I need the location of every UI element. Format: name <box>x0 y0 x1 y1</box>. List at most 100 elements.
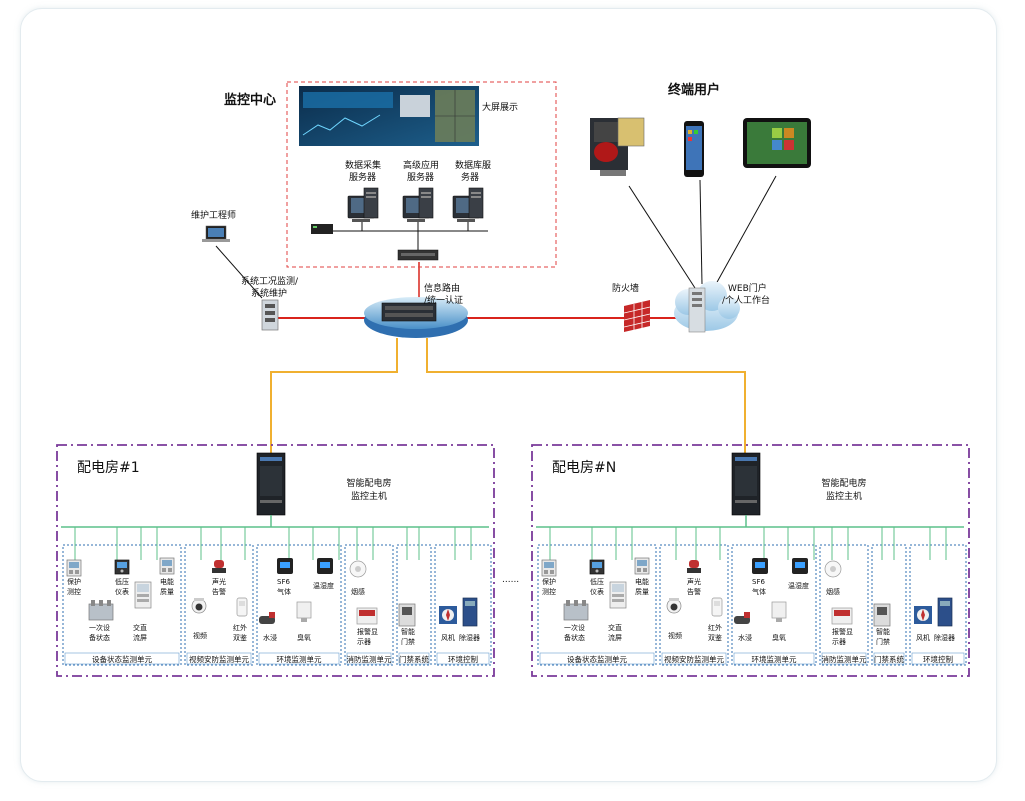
camera-icon <box>191 597 207 614</box>
sf6-label-1: SF6 <box>277 578 290 586</box>
tablet-icon <box>743 118 811 168</box>
acdc-label-2: 流屏 <box>133 633 147 642</box>
alarm-label-2: 告警 <box>212 587 226 596</box>
protect-label-1: 保护 <box>542 577 556 586</box>
temp-humidity-icon <box>317 558 333 574</box>
dehumid-label: 除湿器 <box>934 633 955 642</box>
dehumidifier-icon <box>462 597 478 627</box>
firepanel-label-2: 示器 <box>357 638 371 646</box>
firepanel-label-1: 报警显 <box>832 627 853 636</box>
server-1-label-1: 数据采集 <box>345 159 381 171</box>
ozone-sensor-icon <box>771 601 787 623</box>
power-label-2: 质量 <box>635 587 649 596</box>
sf6-label-1: SF6 <box>752 578 765 586</box>
unit-label: 环境控制 <box>448 654 478 664</box>
low-voltage-meter-icon <box>589 559 605 575</box>
fan-label: 风机 <box>916 633 930 642</box>
acdc-label-1: 交直 <box>133 623 147 632</box>
camera-icon <box>666 597 682 614</box>
power-label-1: 电能 <box>160 577 174 586</box>
server-3-label-2: 务器 <box>461 171 479 183</box>
database-server-icon <box>452 187 484 223</box>
unit-box <box>344 544 394 666</box>
unit-label: 视频安防监测单元 <box>189 654 249 664</box>
unit-label: 环境控制 <box>923 654 953 664</box>
sf6-sensor-icon <box>277 558 293 574</box>
lowvolt-label-2: 仪表 <box>590 587 604 596</box>
primary-equipment-icon <box>563 599 589 621</box>
web-portal-label-1: WEB门户 <box>728 282 767 294</box>
monitor-station-icon <box>261 299 279 331</box>
power-quality-icon <box>634 557 650 575</box>
infrared-label-1: 红外 <box>708 623 722 632</box>
primary-label-2: 备状态 <box>89 633 110 642</box>
fan-icon <box>439 606 457 624</box>
primary-label-1: 一次设 <box>89 623 110 632</box>
unit-label: 门禁系统 <box>874 654 904 664</box>
fire-alarm-panel-icon <box>356 607 378 625</box>
unit-label: 门禁系统 <box>399 654 429 664</box>
monitor-label-1: 系统工况监测/ <box>241 275 299 287</box>
maintenance-engineer: 维护工程师 系统工况监测/ 系统维护 <box>191 209 299 331</box>
primary-equipment-icon <box>88 599 114 621</box>
host-label-1: 智能配电房 <box>346 477 391 489</box>
lowvolt-label-2: 仪表 <box>115 587 129 596</box>
smoke-label: 烟感 <box>351 587 365 596</box>
switch-icon <box>397 249 439 261</box>
application-server-icon <box>402 187 434 223</box>
power-label-1: 电能 <box>635 577 649 586</box>
infrared-label-2: 双鉴 <box>708 633 722 642</box>
unit-box <box>731 544 817 666</box>
monitoring-center: 监控中心 大屏展示 数据采集 服务器 高级应用 服务器 数据库服 务器 <box>224 81 557 268</box>
lowvolt-label-1: 低压 <box>115 577 129 586</box>
monitoring-host-icon <box>256 452 286 516</box>
smoke-detector-icon <box>349 560 367 578</box>
video-label: 视频 <box>193 631 207 640</box>
ozone-sensor-icon <box>296 601 312 623</box>
rack-device-icon <box>311 224 333 234</box>
unit-label: 视频安防监测单元 <box>664 654 724 664</box>
cloud-icon <box>674 281 740 333</box>
firepanel-label-2: 示器 <box>832 638 846 646</box>
alarm-label-2: 告警 <box>687 587 701 596</box>
temphum-label: 温湿度 <box>313 581 334 590</box>
protect-label-2: 测控 <box>542 587 556 596</box>
protection-relay-icon <box>66 559 82 577</box>
server-2-label-2: 服务器 <box>407 171 434 183</box>
unit-box <box>256 544 342 666</box>
monitor-label-2: 系统维护 <box>251 287 287 299</box>
video-label: 视频 <box>668 631 682 640</box>
firewall-label: 防火墙 <box>612 282 639 294</box>
firepanel-label-1: 报警显 <box>357 627 378 636</box>
water-sensor-icon <box>259 612 275 624</box>
unit-box <box>819 544 869 666</box>
fire-alarm-panel-icon <box>831 607 853 625</box>
door-label-1: 智能 <box>876 627 890 636</box>
sound-light-alarm-icon <box>212 560 226 573</box>
network-links <box>215 175 777 453</box>
door-label-2: 门禁 <box>401 637 415 646</box>
infrared-label-2: 双鉴 <box>233 633 247 642</box>
infrared-sensor-icon <box>711 597 723 617</box>
protect-label-2: 测控 <box>67 587 81 596</box>
smartphone-icon <box>684 121 704 177</box>
protection-relay-icon <box>541 559 557 577</box>
unit-box <box>537 544 657 666</box>
host-label-2: 监控主机 <box>351 490 387 502</box>
unit-box <box>184 544 254 666</box>
router-icon <box>364 297 468 338</box>
fan-icon <box>914 606 932 624</box>
distribution-room-n: 配电房#N智能配电房监控主机设备状态监测单元视频安防监测单元环境监测单元消防监测… <box>531 444 970 677</box>
dehumidifier-icon <box>937 597 953 627</box>
web-portal-label-2: /个人工作台 <box>722 294 770 306</box>
terminal-users-title: 终端用户 <box>668 82 720 98</box>
rooms-ellipsis: ...... <box>502 575 519 585</box>
ozone-label: 臭氧 <box>772 633 786 642</box>
smoke-detector-icon <box>824 560 842 578</box>
unit-box <box>659 544 729 666</box>
lowvolt-label-1: 低压 <box>590 577 604 586</box>
room-border <box>56 444 495 677</box>
infrared-label-1: 红外 <box>233 623 247 632</box>
temp-humidity-icon <box>792 558 808 574</box>
